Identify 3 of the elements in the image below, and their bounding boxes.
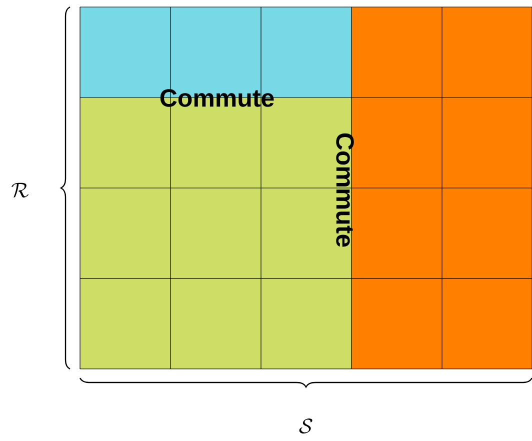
region-label: Commute bbox=[336, 133, 354, 247]
brace-label: $\mathcal{S}$ bbox=[299, 418, 312, 434]
brace-label: $\mathcal{R}$ bbox=[12, 182, 29, 198]
